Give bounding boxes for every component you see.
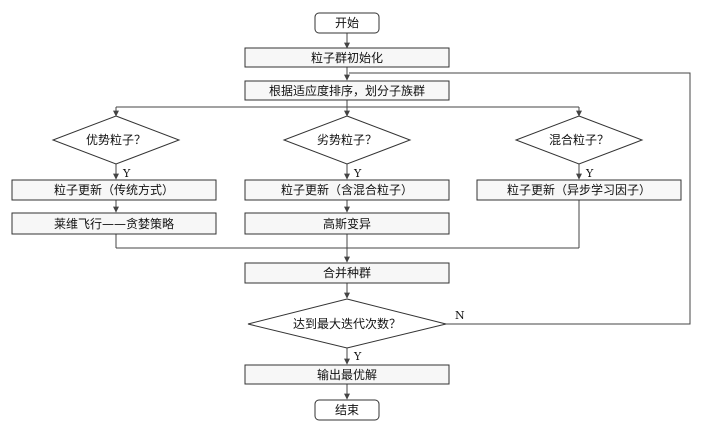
merge-node	[244, 262, 450, 284]
loop-back-no	[349, 72, 691, 325]
start-label: 开始	[335, 16, 359, 30]
yes-label-left: Y	[122, 167, 131, 180]
update-right-label: 粒子更新（异步学习因子）	[507, 182, 651, 197]
update-left-node	[11, 179, 217, 201]
decision-left-label: 优势粒子？	[86, 132, 146, 147]
merge-label: 合并种群	[323, 265, 371, 280]
sort-node	[244, 80, 450, 101]
init-node	[244, 47, 450, 68]
end-node	[314, 399, 380, 421]
decision-iter-label: 达到最大迭代次数？	[293, 316, 401, 331]
update-middle-label: 粒子更新（含混合粒子）	[281, 182, 413, 197]
update-left-label: 粒子更新（传统方式）	[54, 182, 174, 197]
decision-iter-node	[247, 298, 447, 349]
yes-label-right: Y	[585, 167, 594, 180]
decision-middle-node	[282, 115, 412, 165]
no-label: N	[455, 309, 465, 322]
update-middle-node	[244, 179, 450, 201]
output-label: 输出最优解	[317, 367, 377, 382]
levy-node	[11, 212, 217, 235]
connectors	[113, 33, 691, 400]
gauss-label: 高斯变异	[323, 216, 371, 231]
decision-middle-label: 劣势粒子？	[317, 132, 377, 147]
decision-right-label: 混合粒子？	[549, 132, 609, 147]
init-label: 粒子群初始化	[311, 50, 383, 65]
update-right-node	[476, 179, 682, 201]
decision-right-node	[514, 115, 644, 165]
levy-label: 莱维飞行——贪婪策略	[54, 216, 174, 231]
sort-label: 根据适应度排序，划分子族群	[269, 83, 425, 98]
start-node	[314, 12, 380, 34]
yes-label-iter: Y	[353, 350, 362, 363]
output-node	[244, 364, 450, 385]
gauss-node	[244, 212, 450, 235]
end-label: 结束	[335, 403, 359, 417]
decision-left-node	[51, 115, 181, 165]
yes-label-middle: Y	[353, 167, 362, 180]
